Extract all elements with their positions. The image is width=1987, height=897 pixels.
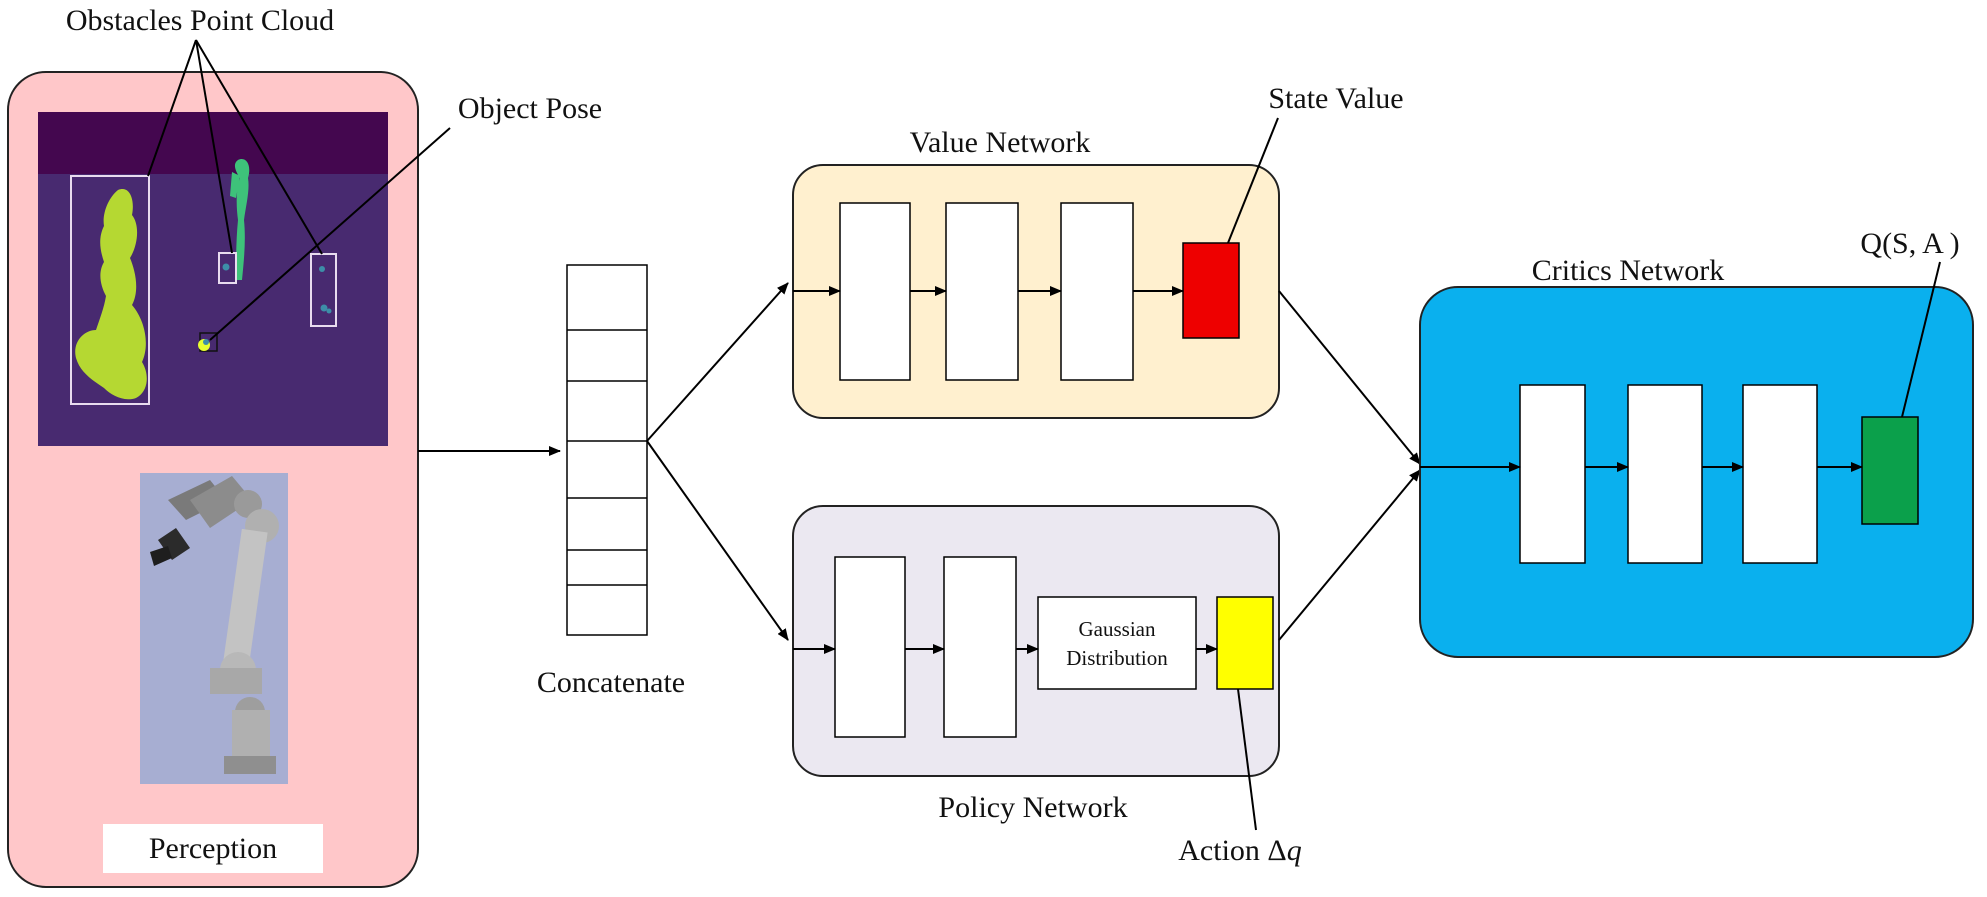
perception-label: Perception [149, 832, 277, 865]
critics-layer-1 [1519, 384, 1586, 564]
large-obstacle-shape [75, 189, 147, 400]
concatenate-vector [566, 264, 648, 636]
critics-network-title: Critics Network [1532, 254, 1724, 287]
action-pointer [1237, 688, 1257, 831]
value-network-title: Value Network [910, 126, 1091, 159]
critics-network-panel [1419, 286, 1974, 658]
obstacle-bbox-right [310, 253, 337, 327]
state-value-output [1182, 242, 1240, 339]
policy-network-panel: Gaussian Distribution [792, 505, 1280, 777]
obstacle-bbox-small [218, 252, 237, 284]
thin-obstacle-shape [230, 159, 250, 280]
policy-network-title: Policy Network [938, 791, 1127, 824]
action-output [1216, 596, 1274, 690]
policy-to-critics-arrow [1278, 469, 1421, 641]
value-layer-3 [1060, 202, 1134, 381]
concat-to-value-arrow [646, 282, 789, 442]
value-to-critics-arrow [1278, 290, 1421, 465]
gaussian-label-line2: Distribution [1066, 646, 1168, 670]
value-network-panel [792, 164, 1280, 419]
state-value-label: State Value [1268, 82, 1403, 115]
obstacle-bbox-large [70, 175, 150, 405]
critics-layer-3 [1742, 384, 1818, 564]
perception-label-box [103, 824, 323, 873]
q-value-label: Q(S, A ) [1860, 227, 1959, 260]
value-layer-2 [945, 202, 1019, 381]
critics-layer-2 [1627, 384, 1703, 564]
value-layer-1 [839, 202, 911, 381]
robot-arm-image [140, 473, 288, 784]
object-pose-label: Object Pose [458, 92, 602, 125]
point-cloud-image [38, 112, 388, 446]
object-pose-pointer [209, 127, 451, 341]
gaussian-distribution-box [1037, 596, 1197, 690]
policy-layer-1 [834, 556, 906, 738]
perception-panel: Perception [7, 71, 419, 888]
concatenate-label: Concatenate [537, 666, 685, 699]
obstacles-pointer-lines [147, 39, 323, 255]
gaussian-label-line1: Gaussian [1079, 617, 1156, 641]
q-value-pointer [1901, 261, 1941, 418]
obstacles-point-cloud-label: Obstacles Point Cloud [66, 4, 334, 37]
concat-to-policy-arrow [646, 440, 789, 641]
policy-layer-2 [943, 556, 1017, 738]
state-value-pointer [1227, 117, 1279, 244]
q-value-output [1861, 416, 1919, 525]
action-label: Action Δq [1178, 834, 1301, 867]
